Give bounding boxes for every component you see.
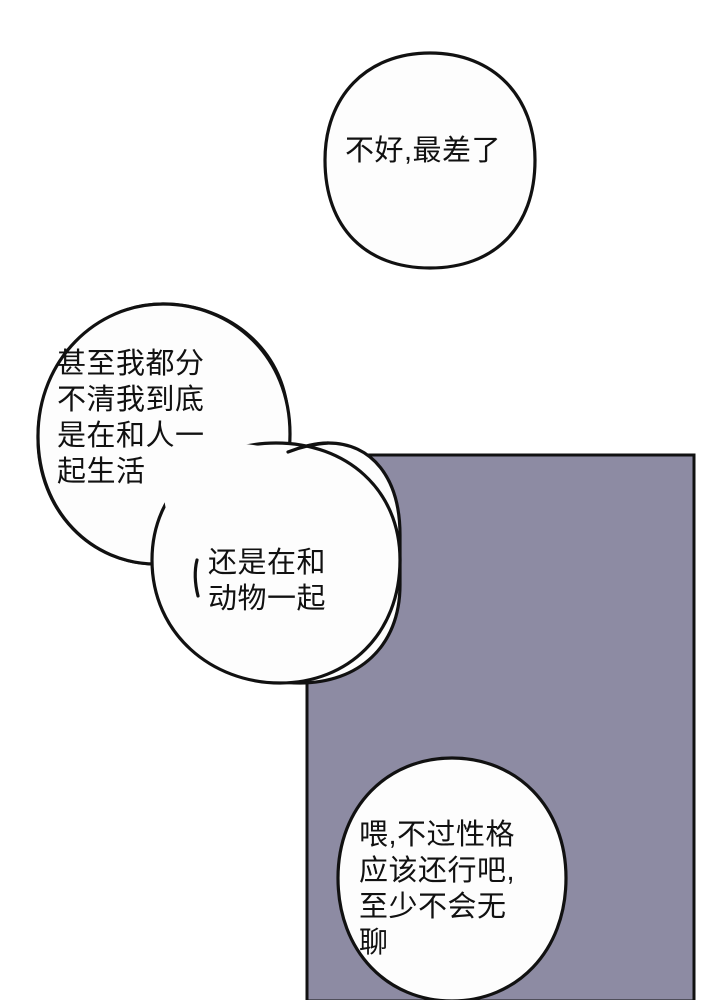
speech-bubble-1 [323, 51, 537, 270]
speech-bubble-4 [336, 756, 568, 1000]
speech-bubble-group-2-3 [36, 302, 402, 685]
